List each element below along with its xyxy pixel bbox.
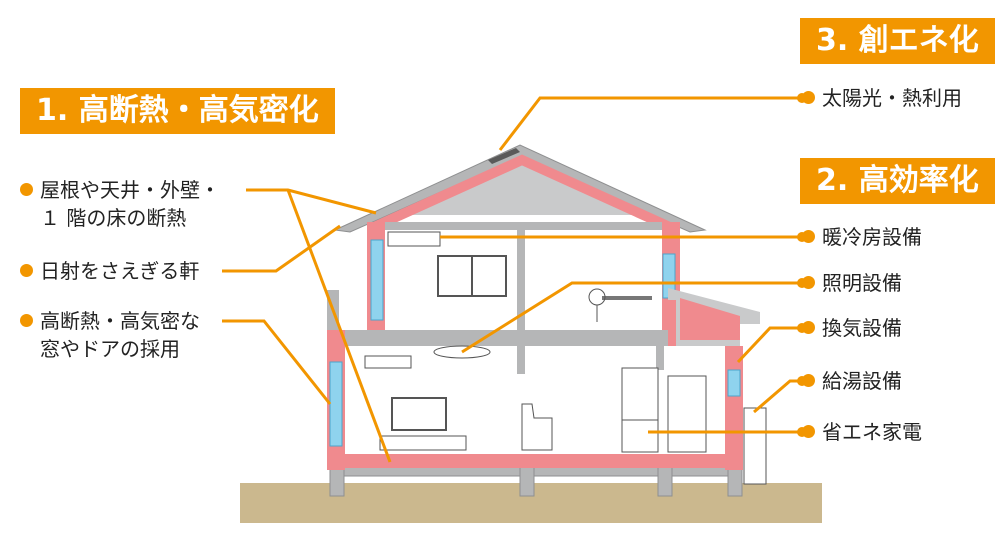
- bullet-icon: [802, 230, 815, 243]
- bullet-icon: [802, 91, 815, 104]
- lower-window-right: [727, 369, 741, 397]
- water-heater: [743, 407, 767, 485]
- lower-aircon: [364, 355, 412, 369]
- upper-window-left: [370, 239, 384, 321]
- roof-insulation-line-2: １ 階の床の断熱: [40, 206, 187, 230]
- roof-insulation-label: 屋根や天井・外壁・ １ 階の床の断熱: [20, 176, 220, 232]
- windows-line-2: 窓やドアの採用: [40, 337, 180, 361]
- floor-insulation: [327, 454, 743, 468]
- main-roof: [333, 144, 707, 233]
- water-heater-text: 給湯設備: [822, 369, 902, 393]
- bullet-icon: [20, 264, 33, 277]
- insulation-badge: 1. 高断熱・高気密化: [20, 88, 335, 134]
- lower-wall-right: [725, 346, 743, 470]
- roof-insulation-line-1: 屋根や天井・外壁・: [40, 178, 220, 202]
- right-roof-insulation: [668, 300, 676, 346]
- eaves-label: 日射をさえぎる軒: [20, 257, 199, 285]
- lighting-text: 照明設備: [822, 271, 902, 295]
- ventilation-label: 換気設備: [802, 314, 902, 342]
- upper-partition: [517, 228, 525, 330]
- refrigerator: [621, 367, 659, 453]
- appliances-label: 省エネ家電: [802, 418, 922, 446]
- roof-insulation: [369, 154, 675, 233]
- hvac-text: 暖冷房設備: [822, 225, 922, 249]
- upper-aircon: [387, 231, 441, 247]
- water-heater-label: 給湯設備: [802, 367, 902, 395]
- efficiency-badge: 2. 高効率化: [800, 158, 995, 204]
- solar-label: 太陽光・熱利用: [802, 84, 962, 112]
- windows-label: 高断熱・高気密な 窓やドアの採用: [20, 307, 200, 363]
- bullet-icon: [20, 314, 33, 327]
- leader-lines: [222, 96, 802, 463]
- solar-text: 太陽光・熱利用: [822, 86, 962, 110]
- generation-badge: 3. 創エネ化: [800, 18, 995, 64]
- bullet-icon: [20, 183, 33, 196]
- bullet-icon: [802, 321, 815, 334]
- lower-window-left: [329, 361, 343, 447]
- windows-line-1: 高断熱・高気密な: [40, 309, 200, 333]
- lighting-label: 照明設備: [802, 269, 902, 297]
- foundation: [329, 465, 743, 497]
- hvac-label: 暖冷房設備: [802, 223, 922, 251]
- solar-panel: [488, 148, 520, 164]
- upper-ceiling: [385, 222, 662, 230]
- bullet-icon: [802, 276, 815, 289]
- ventilation-text: 換気設備: [822, 316, 902, 340]
- mid-floor: [330, 330, 740, 346]
- eaves-text: 日射をさえぎる軒: [40, 259, 200, 283]
- appliances-text: 省エネ家電: [822, 420, 922, 444]
- bullet-icon: [802, 425, 815, 438]
- television: [391, 397, 447, 431]
- bullet-icon: [802, 374, 815, 387]
